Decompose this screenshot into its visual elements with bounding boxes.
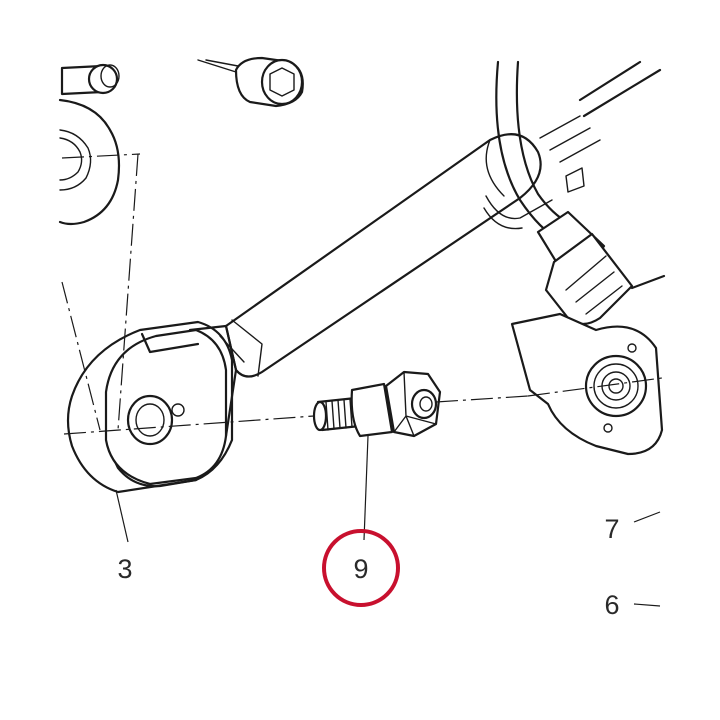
assembly-centerlines [61, 153, 663, 435]
sensor-bracket [510, 274, 666, 456]
left-bracket [58, 98, 121, 226]
strut-body [188, 133, 542, 438]
connector-plug [536, 210, 634, 342]
rod-end-eye [66, 320, 234, 494]
leader-9 [363, 435, 369, 541]
shoulder-bolt-part-9 [312, 370, 442, 438]
callout-3: 3 [117, 554, 132, 584]
pin-top-left [60, 63, 120, 96]
socket-screw-top [197, 56, 304, 108]
highlight-ring-part-9 [322, 529, 400, 607]
leader-7 [633, 511, 661, 523]
leader-6 [633, 603, 661, 607]
leader-lines [115, 435, 661, 607]
callout-6: 6 [604, 590, 619, 620]
callout-7: 7 [604, 514, 619, 544]
callout-9: 9 [353, 554, 368, 584]
leader-3 [115, 489, 129, 543]
